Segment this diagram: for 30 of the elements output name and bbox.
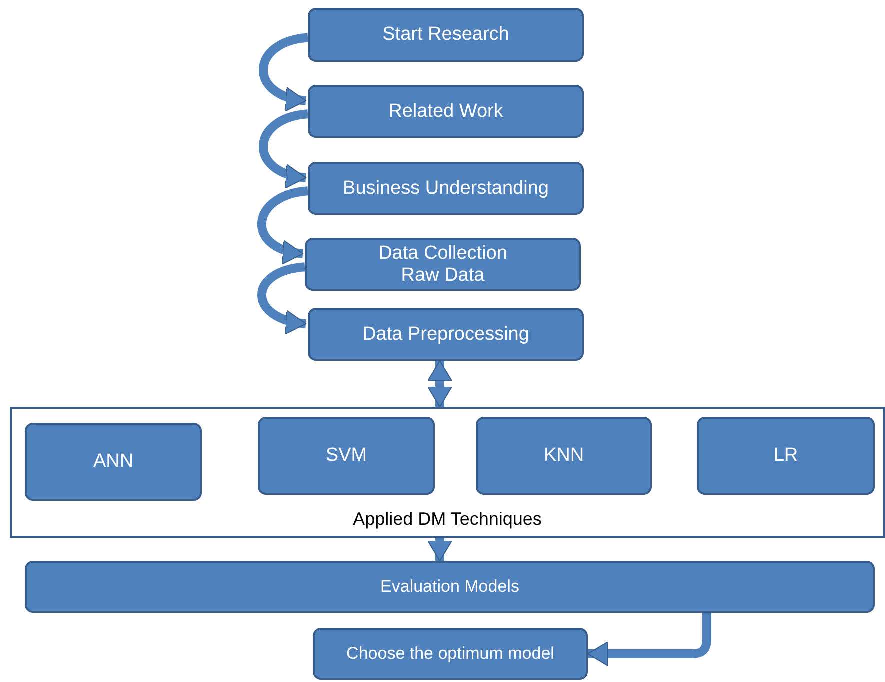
box-label: Related Work [388, 100, 504, 122]
box-label: LR [774, 445, 798, 467]
arrow [259, 110, 309, 188]
group-panel [10, 407, 885, 538]
box-label: Start Research [382, 24, 510, 46]
process-box [476, 417, 652, 495]
process-box [308, 85, 584, 138]
box-label: KNN [544, 445, 584, 467]
process-box [697, 417, 875, 495]
arrow [428, 360, 452, 408]
process-box [25, 561, 875, 613]
arrow [258, 262, 307, 334]
box-label: ANN [93, 451, 134, 473]
group-label: Applied DM Techniques [353, 509, 542, 530]
box-label: Data Collection Raw Data [378, 242, 508, 286]
arrow [258, 186, 309, 264]
box-label: Choose the optimum model [346, 644, 554, 664]
process-box [313, 628, 588, 680]
arrow [428, 538, 452, 562]
process-box [308, 162, 584, 215]
process-box [258, 417, 435, 495]
process-box [25, 423, 202, 501]
box-label: Business Understanding [343, 178, 549, 200]
box-label: SVM [326, 445, 368, 467]
box-label: Evaluation Models [380, 577, 520, 597]
process-box [305, 238, 581, 291]
process-box [308, 308, 584, 361]
arrow [259, 33, 309, 110]
process-box [308, 8, 584, 62]
box-label: Data Preprocessing [362, 324, 530, 346]
